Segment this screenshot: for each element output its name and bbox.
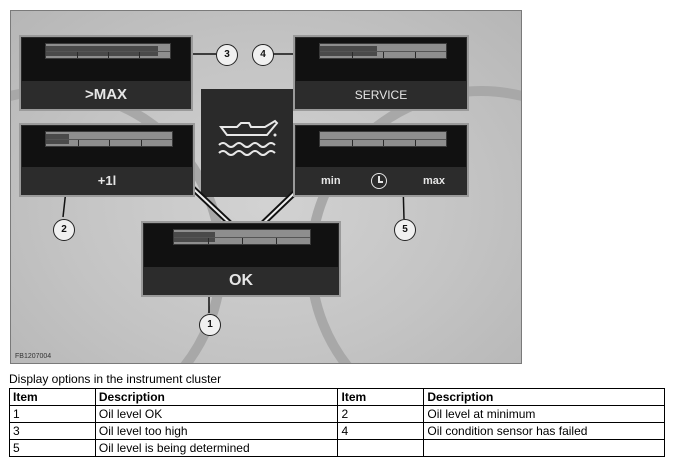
callout-2: 2 (53, 219, 75, 241)
table-cell: Oil level at minimum (423, 405, 665, 423)
header-cell: Item (337, 388, 425, 406)
table-row: 3 Oil level too high 4 Oil condition sen… (9, 422, 665, 440)
table-cell: Oil level OK (94, 405, 339, 423)
panel-label: SERVICE (295, 81, 467, 109)
panel-service: SERVICE (293, 35, 469, 111)
items-table: Item Description Item Description 1 Oil … (9, 388, 665, 457)
panel-max: >MAX (19, 35, 193, 111)
header-cell: Description (94, 388, 339, 406)
gauge-bar (319, 43, 447, 59)
header-cell: Description (423, 388, 665, 406)
header-cell: Item (9, 388, 96, 406)
figure-code: FB1207004 (15, 353, 52, 360)
gauge-bar (45, 43, 171, 59)
table-cell: 2 (337, 405, 425, 423)
callout-5: 5 (394, 219, 416, 241)
oil-can-icon (218, 119, 279, 156)
table-cell: Oil condition sensor has failed (423, 422, 665, 440)
panel-label: >MAX (21, 81, 191, 109)
gauge-bar (45, 131, 173, 147)
table-cell: 1 (9, 405, 96, 423)
panel-ok: OK (141, 221, 341, 297)
label-min: min (321, 175, 341, 187)
panel-determining: min max (293, 123, 469, 197)
table-cell (337, 439, 425, 457)
table-row: 5 Oil level is being determined (9, 439, 665, 457)
table-cell: 5 (9, 439, 96, 457)
gauge-bar (173, 229, 311, 245)
figure-caption: Display options in the instrument cluste… (9, 372, 222, 386)
table-header-row: Item Description Item Description (9, 388, 665, 406)
callout-3: 3 (216, 44, 238, 66)
table-cell: 4 (337, 422, 425, 440)
clock-icon (371, 173, 387, 189)
callout-4: 4 (252, 44, 274, 66)
panel-label: +1l (21, 167, 193, 195)
panel-label-row: min max (295, 167, 467, 195)
table-cell: Oil level too high (94, 422, 339, 440)
panel-plus-one-liter: +1l (19, 123, 195, 197)
table-cell (423, 439, 665, 457)
gauge-bar (319, 131, 447, 147)
table-cell: Oil level is being determined (94, 439, 339, 457)
callout-1: 1 (199, 314, 221, 336)
table-row: 1 Oil level OK 2 Oil level at minimum (9, 405, 665, 423)
table-cell: 3 (9, 422, 96, 440)
label-max: max (422, 175, 445, 187)
instrument-cluster-figure: >MAX SERVICE +1l min (10, 10, 522, 364)
panel-label: OK (143, 267, 339, 295)
